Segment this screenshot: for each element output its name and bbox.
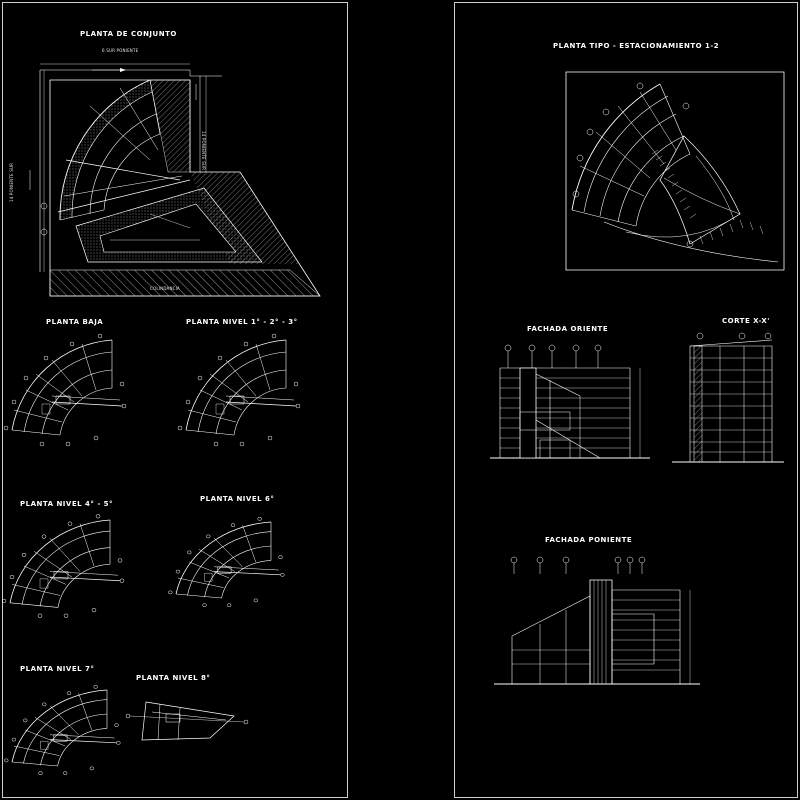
title-levels-4-5: PLANTA NIVEL 4° - 5° <box>20 500 114 508</box>
title-section: CORTE X-X' <box>722 317 770 325</box>
plan-levels-4-5 <box>1 514 125 618</box>
title-east-facade: FACHADA ORIENTE <box>527 325 609 333</box>
title-level-7: PLANTA NIVEL 7° <box>20 665 95 673</box>
title-west-facade: FACHADA PONIENTE <box>545 536 633 544</box>
site-plan-drawing <box>30 64 320 296</box>
street-label-top: 6 SUR PONIENTE <box>102 48 139 53</box>
plan-level-8 <box>126 702 248 740</box>
title-ground-floor: PLANTA BAJA <box>46 318 104 326</box>
section-drawing <box>672 333 784 462</box>
west-facade-drawing <box>494 557 700 684</box>
title-parking: PLANTA TIPO - ESTACIONAMIENTO 1-2 <box>553 42 720 50</box>
left-sheet-frame <box>2 2 348 798</box>
plan-level-7 <box>4 684 121 776</box>
plan-levels-1-3 <box>177 333 301 447</box>
east-facade-drawing <box>490 345 650 458</box>
title-level-6: PLANTA NIVEL 6° <box>200 495 275 503</box>
title-level-8: PLANTA NIVEL 8° <box>136 674 211 682</box>
title-levels-1-3: PLANTA NIVEL 1° - 2° - 3° <box>186 318 298 326</box>
parking-plan-drawing <box>566 72 784 270</box>
right-sheet-frame <box>454 2 798 798</box>
title-site-plan: PLANTA DE CONJUNTO <box>80 30 177 38</box>
plan-ground-floor <box>3 333 127 447</box>
plan-level-6 <box>168 516 285 608</box>
